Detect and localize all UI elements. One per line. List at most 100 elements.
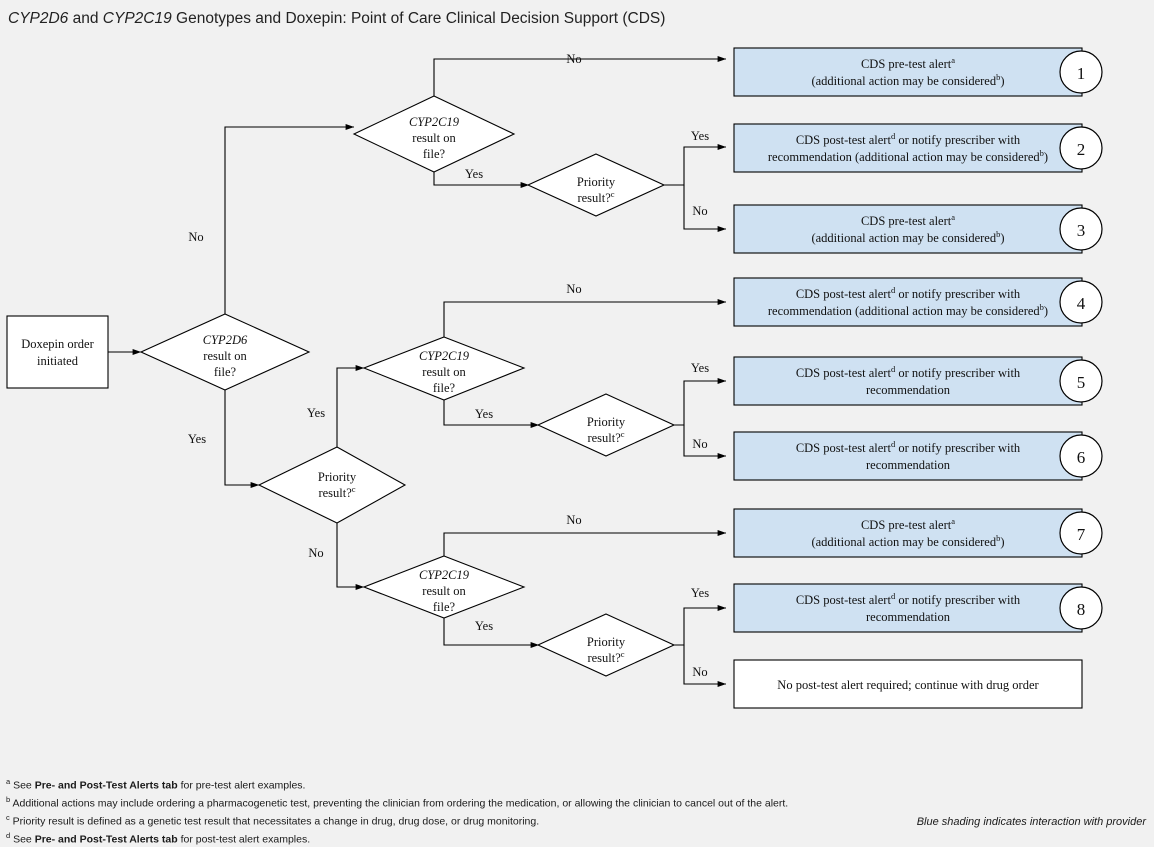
- outcome-4-badge-number: 4: [1077, 294, 1086, 313]
- edge-label-cyp2d6-yes: Yes: [188, 432, 206, 446]
- footnote-b-pre: Additional actions may include ordering …: [12, 797, 789, 810]
- decision-priority-result-1[interactable]: Priority result?c: [526, 153, 666, 217]
- decision-priority2-line1: Priority: [587, 415, 626, 429]
- decision-c19bot-line1: CYP2C19: [419, 568, 470, 582]
- outcome-4-line-2: recommendation (additional action may be…: [768, 302, 1048, 318]
- footnote-a-post: for pre-test alert examples.: [177, 779, 306, 792]
- edge-label-prioritymain-yes: Yes: [307, 406, 325, 420]
- title-gene-cyp2d6: CYP2D6: [8, 10, 69, 27]
- outcome-5-badge-number: 5: [1077, 373, 1086, 392]
- decision-cyp2c19-top-result-on-file[interactable]: CYP2C19 result on file?: [352, 95, 516, 173]
- footnote-d-pre: See: [13, 833, 35, 846]
- outcome-3-line-1: CDS pre-test alerta: [861, 212, 955, 228]
- edge-c19bot-yes: [443, 618, 540, 648]
- decision-priority3-line1: Priority: [587, 635, 626, 649]
- edge-c19mid-yes: [443, 400, 540, 428]
- edge-c19top-yes: [433, 172, 530, 188]
- outcome-6-badge: [1059, 434, 1103, 478]
- outcome-1-line-1: CDS pre-test alerta: [861, 55, 955, 71]
- edge-label-priority1-yes: Yes: [691, 129, 709, 143]
- outcome-box-2[interactable]: CDS post-test alertd or notify prescribe…: [733, 123, 1103, 173]
- footnote-c-pre: Priority result is defined as a genetic …: [12, 815, 540, 828]
- start-node-line1: Doxepin order: [21, 337, 94, 351]
- footnote-b: b Additional actions may include orderin…: [6, 793, 866, 811]
- edge-cyp2d6-yes: [224, 390, 260, 488]
- footnotes: a See Pre- and Post-Test Alerts tab for …: [6, 775, 866, 847]
- edge-prioritymain-yes: [336, 365, 365, 447]
- outcome-2-line-1: CDS post-test alertd or notify prescribe…: [796, 131, 1021, 147]
- decision-cyp2c19-mid-result-on-file[interactable]: CYP2C19 result on file?: [362, 336, 526, 401]
- outcome-box-3[interactable]: CDS pre-test alerta (additional action m…: [733, 204, 1103, 254]
- outcome-box-8[interactable]: CDS post-test alertd or notify prescribe…: [733, 583, 1103, 633]
- outcome-3-line-2: (additional action may be consideredb): [811, 229, 1004, 245]
- edge-label-priority3-yes: Yes: [691, 586, 709, 600]
- decision-priority1-line1: Priority: [577, 175, 616, 189]
- decision-priority2-line2: result?c: [587, 429, 624, 445]
- flowchart-canvas: No Yes No Yes Yes No Yes No No Yes Yes N…: [6, 47, 1103, 709]
- footnote-b-marker: b: [6, 795, 11, 804]
- outcome-box-1[interactable]: CDS pre-test alerta (additional action m…: [733, 47, 1103, 97]
- outcome-1-badge: [1059, 50, 1103, 94]
- outcome-box-6[interactable]: CDS post-test alertd or notify prescribe…: [733, 431, 1103, 481]
- outcome-5-badge: [1059, 359, 1103, 403]
- outcome-7-badge: [1059, 511, 1103, 555]
- outcome-2-badge: [1059, 126, 1103, 170]
- edge-c19mid-no: [443, 299, 727, 337]
- decision-cyp2c19-bot-result-on-file[interactable]: CYP2C19 result on file?: [362, 555, 526, 619]
- edge-c19bot-no: [443, 530, 727, 556]
- decision-c19top-line1: CYP2C19: [409, 115, 460, 129]
- edge-label-cyp2d6-no: No: [188, 230, 203, 244]
- decision-c19bot-line2: result on: [422, 584, 466, 598]
- decision-c19top-line3: file?: [423, 147, 446, 161]
- decision-cyp2d6-line3: file?: [214, 365, 237, 379]
- legend-note: Blue shading indicates interaction with …: [916, 816, 1146, 828]
- outcome-8-badge: [1059, 586, 1103, 630]
- edge-label-c19mid-no: No: [566, 282, 581, 296]
- start-node[interactable]: Doxepin order initiated: [6, 315, 109, 389]
- decision-prioritymain-line2: result?c: [318, 484, 355, 500]
- edge-prioritymain-no: [336, 523, 365, 590]
- edge-priority3-no: [683, 645, 727, 687]
- outcome-6-line-2: recommendation: [866, 458, 951, 472]
- page-title: CYP2D6 and CYP2C19 Genotypes and Doxepin…: [8, 10, 665, 28]
- title-rest: Genotypes and Doxepin: Point of Care Cli…: [171, 10, 666, 27]
- decision-priority-result-3[interactable]: Priority result?c: [536, 613, 676, 677]
- decision-c19bot-line3: file?: [433, 600, 456, 614]
- outcome-2-badge-number: 2: [1077, 140, 1086, 159]
- edge-priority2-yes: [674, 378, 727, 426]
- decision-cyp2d6-line2: result on: [203, 349, 247, 363]
- decision-cyp2d6-result-on-file[interactable]: CYP2D6 result on file?: [139, 313, 311, 391]
- outcome-1-badge-number: 1: [1077, 64, 1086, 83]
- outcome-8-line-2: recommendation: [866, 610, 951, 624]
- outcome-2-line-2: recommendation (additional action may be…: [768, 148, 1048, 164]
- outcome-7-badge-number: 7: [1077, 525, 1086, 544]
- decision-cyp2d6-line1: CYP2D6: [203, 333, 248, 347]
- footnote-d-marker: d: [6, 831, 11, 840]
- outcome-6-line-1: CDS post-test alertd or notify prescribe…: [796, 439, 1021, 455]
- decision-c19mid-line1: CYP2C19: [419, 349, 470, 363]
- outcome-box-4[interactable]: CDS post-test alertd or notify prescribe…: [733, 277, 1103, 327]
- footnote-d-post: for post-test alert examples.: [177, 833, 311, 846]
- outcome-8-line-1: CDS post-test alertd or notify prescribe…: [796, 591, 1021, 607]
- outcome-7-line-1: CDS pre-test alerta: [861, 516, 955, 532]
- footnote-a: a See Pre- and Post-Test Alerts tab for …: [6, 775, 866, 793]
- outcome-8-badge-number: 8: [1077, 600, 1086, 619]
- footnote-a-pre: See: [13, 779, 35, 792]
- outcome-box-5[interactable]: CDS post-test alertd or notify prescribe…: [733, 356, 1103, 406]
- outcome-box-7[interactable]: CDS pre-test alerta (additional action m…: [733, 508, 1103, 558]
- decision-priority1-line2: result?c: [577, 189, 614, 205]
- edge-c19top-no: [433, 56, 727, 96]
- edge-priority3-yes: [674, 605, 727, 646]
- decision-priority-result-main[interactable]: Priority result?c: [257, 446, 407, 524]
- decision-c19top-line2: result on: [412, 131, 456, 145]
- edge-label-priority2-yes: Yes: [691, 361, 709, 375]
- edge-label-c19top-yes: Yes: [465, 167, 483, 181]
- footnote-a-marker: a: [6, 777, 11, 786]
- edge-label-c19mid-yes: Yes: [475, 407, 493, 421]
- decision-priority-result-2[interactable]: Priority result?c: [536, 393, 676, 457]
- outcome-box-no-alert[interactable]: No post-test alert required; continue wi…: [733, 659, 1083, 709]
- footnote-c: c Priority result is defined as a geneti…: [6, 811, 866, 829]
- footnote-a-bold: Pre- and Post-Test Alerts tab: [34, 779, 178, 792]
- decision-c19mid-line2: result on: [422, 365, 466, 379]
- edge-priority2-no: [683, 425, 727, 459]
